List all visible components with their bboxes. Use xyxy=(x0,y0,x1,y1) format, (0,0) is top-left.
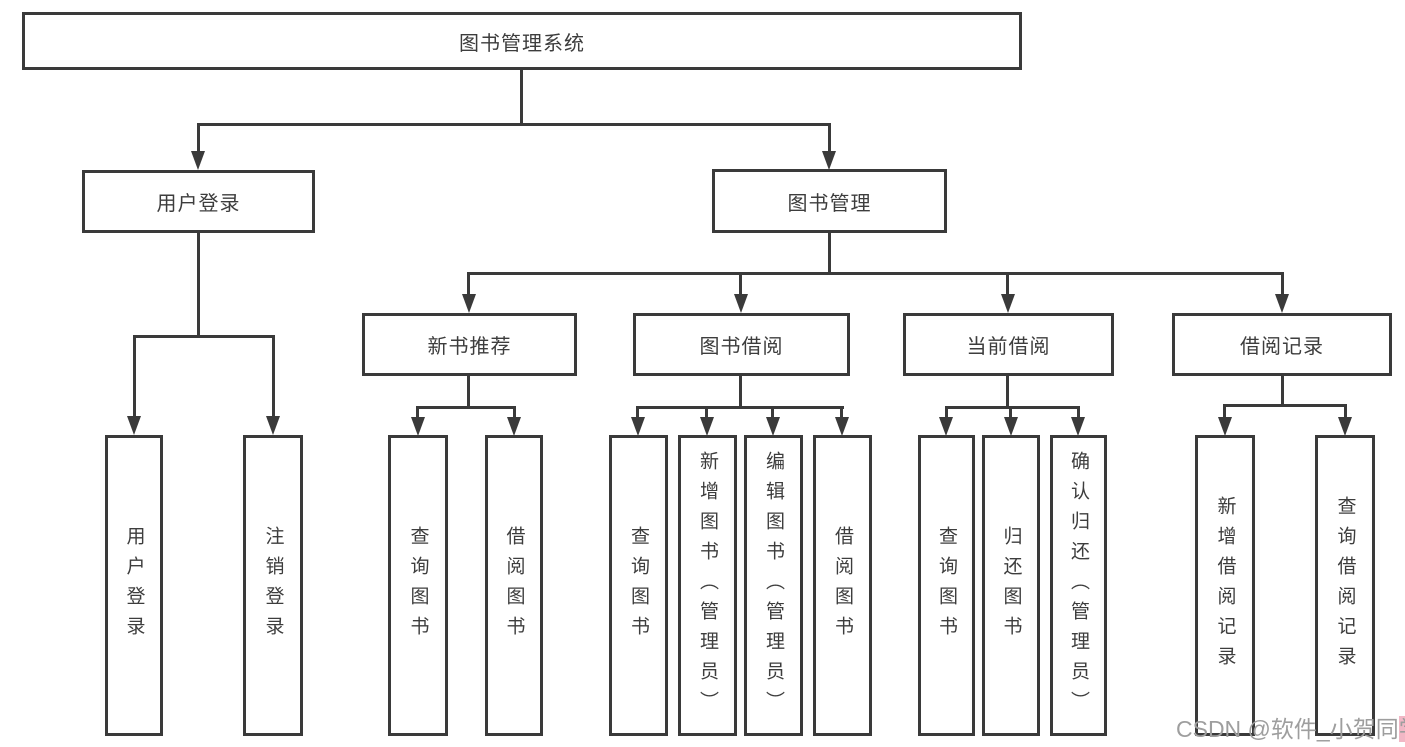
arrowhead-down-icon xyxy=(1071,417,1085,436)
connector-hline xyxy=(945,406,1080,409)
node-label: 用户登录 xyxy=(156,193,241,215)
node-library-management-system: 图书管理系统 xyxy=(22,12,1022,70)
arrowhead-down-icon xyxy=(1004,417,1018,436)
arrowhead-down-icon xyxy=(507,417,521,436)
arrowhead-down-icon xyxy=(1218,417,1232,436)
connector-vline xyxy=(840,406,843,419)
connector-hline xyxy=(133,335,275,338)
arrowhead-down-icon xyxy=(191,151,205,170)
node-borrowing-records: 借阅记录 xyxy=(1172,313,1392,376)
connector-vline xyxy=(197,233,200,337)
node-label: 编辑图书（管理员） xyxy=(763,450,784,721)
node-user-login-branch: 用户登录 xyxy=(82,170,315,233)
node-new-book-recommendation: 新书推荐 xyxy=(362,313,577,376)
watermark-highlighted-text: 学 xyxy=(1398,716,1405,742)
connector-vline xyxy=(197,123,200,155)
connector-vline xyxy=(705,406,708,419)
node-label: 归还图书 xyxy=(1000,525,1022,646)
connector-vline xyxy=(1344,404,1347,419)
connector-hline xyxy=(1223,404,1347,407)
connector-hline xyxy=(416,406,516,409)
connector-vline xyxy=(739,376,742,408)
node-label: 图书管理 xyxy=(787,192,872,215)
connector-vline xyxy=(416,406,419,419)
node-label: 确认归还（管理员） xyxy=(1068,450,1089,721)
arrowhead-down-icon xyxy=(462,294,476,313)
leaf-query-books-recommend: 查询图书 xyxy=(388,435,448,736)
connector-vline xyxy=(513,406,516,419)
node-label: 查询图书 xyxy=(628,525,649,646)
connector-vline xyxy=(1077,406,1080,419)
connector-vline xyxy=(828,123,831,155)
connector-vline xyxy=(467,376,470,408)
connector-vline xyxy=(771,406,774,419)
node-book-management-branch: 图书管理 xyxy=(712,169,947,233)
connector-vline xyxy=(1281,272,1284,296)
node-label: 查询借阅记录 xyxy=(1334,495,1356,676)
node-label: 当前借阅 xyxy=(966,336,1051,358)
connector-vline xyxy=(520,70,523,125)
node-label: 借阅图书 xyxy=(832,525,853,646)
node-book-borrowing: 图书借阅 xyxy=(633,313,850,376)
arrowhead-down-icon xyxy=(835,417,849,436)
connector-vline xyxy=(1009,406,1012,419)
connector-vline xyxy=(828,233,831,274)
leaf-return-books: 归还图书 xyxy=(982,435,1040,736)
connector-vline xyxy=(739,272,742,296)
csdn-watermark: CSDN @软件_小贺同学 xyxy=(1176,714,1405,744)
arrowhead-down-icon xyxy=(822,151,836,170)
connector-vline xyxy=(1223,404,1226,419)
arrowhead-down-icon xyxy=(1001,294,1015,313)
leaf-logout: 注销登录 xyxy=(243,435,303,736)
connector-hline xyxy=(467,272,1284,275)
arrowhead-down-icon xyxy=(266,416,280,435)
arrowhead-down-icon xyxy=(1275,294,1289,313)
leaf-borrow-books-recommend: 借阅图书 xyxy=(485,435,543,736)
leaf-add-books-admin: 新增图书（管理员） xyxy=(678,435,737,736)
arrowhead-down-icon xyxy=(631,417,645,436)
connector-vline xyxy=(945,406,948,419)
node-label: 借阅记录 xyxy=(1240,336,1324,358)
connector-vline xyxy=(636,406,639,419)
connector-vline xyxy=(133,335,136,419)
node-label: 查询图书 xyxy=(936,525,957,646)
arrowhead-down-icon xyxy=(1338,417,1352,436)
arrowhead-down-icon xyxy=(700,417,714,436)
leaf-query-borrow-record: 查询借阅记录 xyxy=(1315,435,1375,736)
node-label: 用户登录 xyxy=(123,525,145,646)
node-label: 新增借阅记录 xyxy=(1214,495,1236,676)
connector-hline xyxy=(636,406,844,409)
watermark-text: CSDN @软件_小贺同 xyxy=(1176,716,1399,742)
leaf-query-books-borrowing: 查询图书 xyxy=(609,435,668,736)
node-label: 新增图书（管理员） xyxy=(697,450,718,721)
leaf-confirm-return-admin: 确认归还（管理员） xyxy=(1050,435,1107,736)
arrowhead-down-icon xyxy=(766,417,780,436)
arrowhead-down-icon xyxy=(411,417,425,436)
connector-vline xyxy=(272,335,275,419)
leaf-query-books-current: 查询图书 xyxy=(918,435,975,736)
connector-hline xyxy=(197,123,831,126)
arrowhead-down-icon xyxy=(939,417,953,436)
node-label: 图书借阅 xyxy=(699,336,784,358)
node-label: 查询图书 xyxy=(407,525,429,646)
connector-vline xyxy=(1006,376,1009,408)
node-label: 新书推荐 xyxy=(427,336,512,358)
leaf-user-login: 用户登录 xyxy=(105,435,163,736)
node-current-borrowing: 当前借阅 xyxy=(903,313,1114,376)
leaf-edit-books-admin: 编辑图书（管理员） xyxy=(744,435,803,736)
connector-vline xyxy=(467,272,470,296)
connector-vline xyxy=(1281,376,1284,406)
node-label: 图书管理系统 xyxy=(459,32,585,55)
arrowhead-down-icon xyxy=(734,294,748,313)
leaf-borrow-books: 借阅图书 xyxy=(813,435,872,736)
arrowhead-down-icon xyxy=(127,416,141,435)
leaf-add-borrow-record: 新增借阅记录 xyxy=(1195,435,1255,736)
connector-vline xyxy=(1006,272,1009,296)
node-label: 注销登录 xyxy=(262,525,284,646)
node-label: 借阅图书 xyxy=(503,525,525,646)
